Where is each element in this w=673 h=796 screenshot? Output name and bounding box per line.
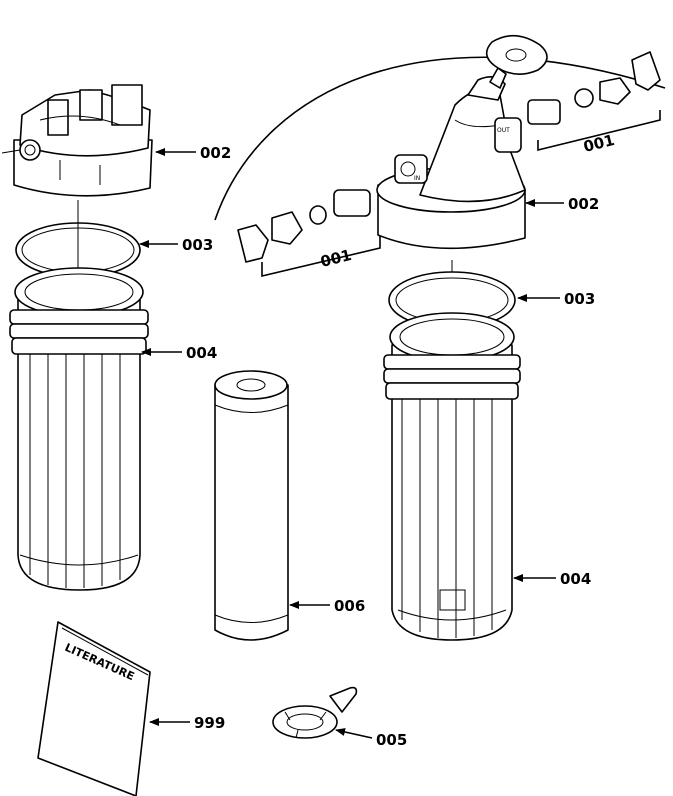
filter-cap-left xyxy=(1,84,153,197)
vent-knob xyxy=(485,34,548,75)
callout-005: 005 xyxy=(376,731,407,749)
filter-housing-left xyxy=(9,267,149,591)
assembly-arc xyxy=(214,56,666,221)
housing-wrench xyxy=(272,686,358,739)
callout-999: 999 xyxy=(194,714,225,732)
callout-001-left: 001 xyxy=(319,246,354,271)
fittings-set-right xyxy=(527,51,661,152)
callout-002-right: 002 xyxy=(568,195,599,213)
filter-cartridge xyxy=(214,370,289,641)
filter-housing-right xyxy=(383,312,521,641)
callout-006: 006 xyxy=(334,597,365,615)
port-out-label: OUT xyxy=(497,127,510,134)
port-in-label: IN xyxy=(414,175,420,182)
callout-003-right: 003 xyxy=(564,290,595,308)
callout-004-left: 004 xyxy=(186,344,217,362)
callout-001-right: 001 xyxy=(582,131,617,156)
literature-booklet: LITERATURE xyxy=(37,621,151,796)
callout-002-left: 002 xyxy=(200,144,231,162)
callout-003-left: 003 xyxy=(182,236,213,254)
filter-head-right: OUT IN xyxy=(376,67,526,250)
fittings-set-left xyxy=(237,189,381,278)
callout-004-right: 004 xyxy=(560,570,591,588)
